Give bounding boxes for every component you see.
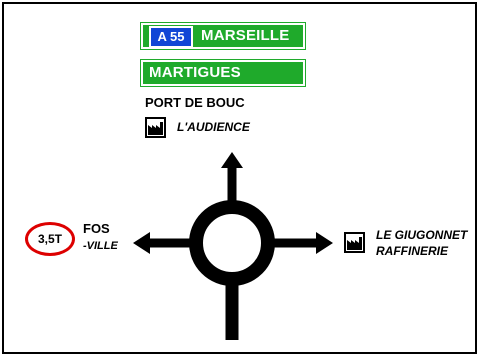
destination-martigues: MARTIGUES: [149, 64, 241, 81]
destination-laudience: L'AUDIENCE: [177, 120, 250, 134]
route-badge-a55: A 55: [149, 26, 193, 48]
arrow-west: [133, 232, 150, 254]
destination-ville: -VILLE: [83, 240, 118, 252]
destination-port-de-bouc: PORT DE BOUC: [145, 95, 245, 110]
factory-icon: [344, 232, 365, 253]
destination-raffinerie: RAFFINERIE: [376, 244, 448, 258]
destination-le-giugonnet: LE GIUGONNET: [376, 228, 468, 242]
weight-limit-value: 3,5T: [37, 232, 62, 246]
sign-panel-marseille: A 55 MARSEILLE: [141, 23, 305, 49]
roundabout-ring: [189, 200, 275, 286]
weight-limit-sign: 3,5T: [25, 222, 75, 256]
destination-marseille: MARSEILLE: [201, 27, 290, 44]
arrow-north: [221, 152, 243, 168]
destination-fos: FOS: [83, 221, 110, 236]
factory-icon: [145, 117, 166, 138]
arrow-east: [316, 232, 333, 254]
sign-panel-martigues: MARTIGUES: [141, 60, 305, 86]
